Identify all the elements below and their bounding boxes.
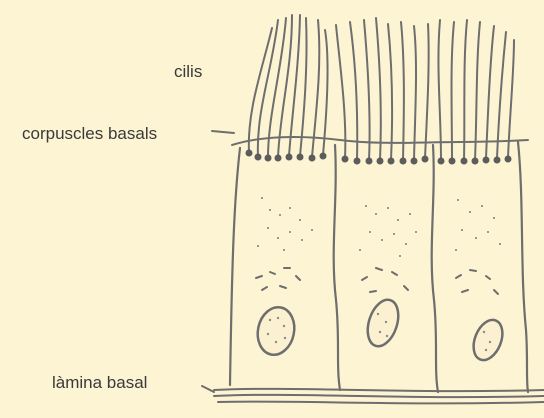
basal-bodies-leader <box>212 131 234 133</box>
cilium <box>425 24 429 158</box>
cilium <box>364 20 370 160</box>
cilium <box>323 30 328 155</box>
basal-body <box>422 156 429 163</box>
cell-2-right-border <box>432 145 438 392</box>
cell-3-right-border <box>518 142 528 392</box>
granules <box>257 197 501 257</box>
cell-1-outline <box>230 148 240 385</box>
basal-body <box>354 158 361 165</box>
basal-lamina <box>214 389 544 404</box>
basal-body <box>505 156 512 163</box>
basal-lamina-label: làmina basal <box>52 373 147 393</box>
cilium <box>388 24 392 160</box>
cell-1-right-border <box>334 145 340 390</box>
basal-bodies-label: corpuscles basals <box>22 124 157 144</box>
cilium <box>350 22 357 160</box>
cilium <box>508 40 514 157</box>
basal-body <box>461 158 468 165</box>
basal-body <box>388 158 395 165</box>
basal-body <box>320 153 327 160</box>
basal-body <box>265 155 272 162</box>
basal-body <box>400 158 407 165</box>
cilium <box>401 22 404 160</box>
leader-lines <box>202 131 234 392</box>
cilium <box>464 20 467 160</box>
basal-body <box>286 154 293 161</box>
cilia-label: cilis <box>174 62 202 82</box>
basal-body <box>449 158 456 165</box>
granule-dashes <box>256 268 498 294</box>
nucleus <box>362 296 403 350</box>
basal-body <box>297 154 304 161</box>
basal-body <box>275 155 282 162</box>
basal-body <box>246 150 253 157</box>
cilium <box>312 20 319 157</box>
basal-body <box>309 155 316 162</box>
cilium <box>336 25 345 158</box>
basal-lamina-leader <box>202 386 214 392</box>
cilium <box>300 18 307 156</box>
cilium <box>475 22 480 160</box>
basal-body <box>377 158 384 165</box>
nuclei <box>253 296 508 364</box>
basal-body <box>342 156 349 163</box>
basal-body <box>472 158 479 165</box>
basal-body <box>438 158 445 165</box>
cilia <box>249 15 514 160</box>
basal-body <box>366 158 373 165</box>
basal-body <box>494 157 501 164</box>
nucleus <box>468 316 508 365</box>
basal-body <box>411 158 418 165</box>
basal-body <box>255 154 262 161</box>
basal-body <box>483 157 490 164</box>
cilium <box>497 32 506 158</box>
basal-bodies <box>246 150 512 165</box>
cilium <box>452 22 455 160</box>
cilium <box>486 26 494 158</box>
cilium <box>376 18 381 160</box>
cilium <box>438 20 441 160</box>
nucleus <box>253 304 298 358</box>
cilium <box>414 26 416 160</box>
